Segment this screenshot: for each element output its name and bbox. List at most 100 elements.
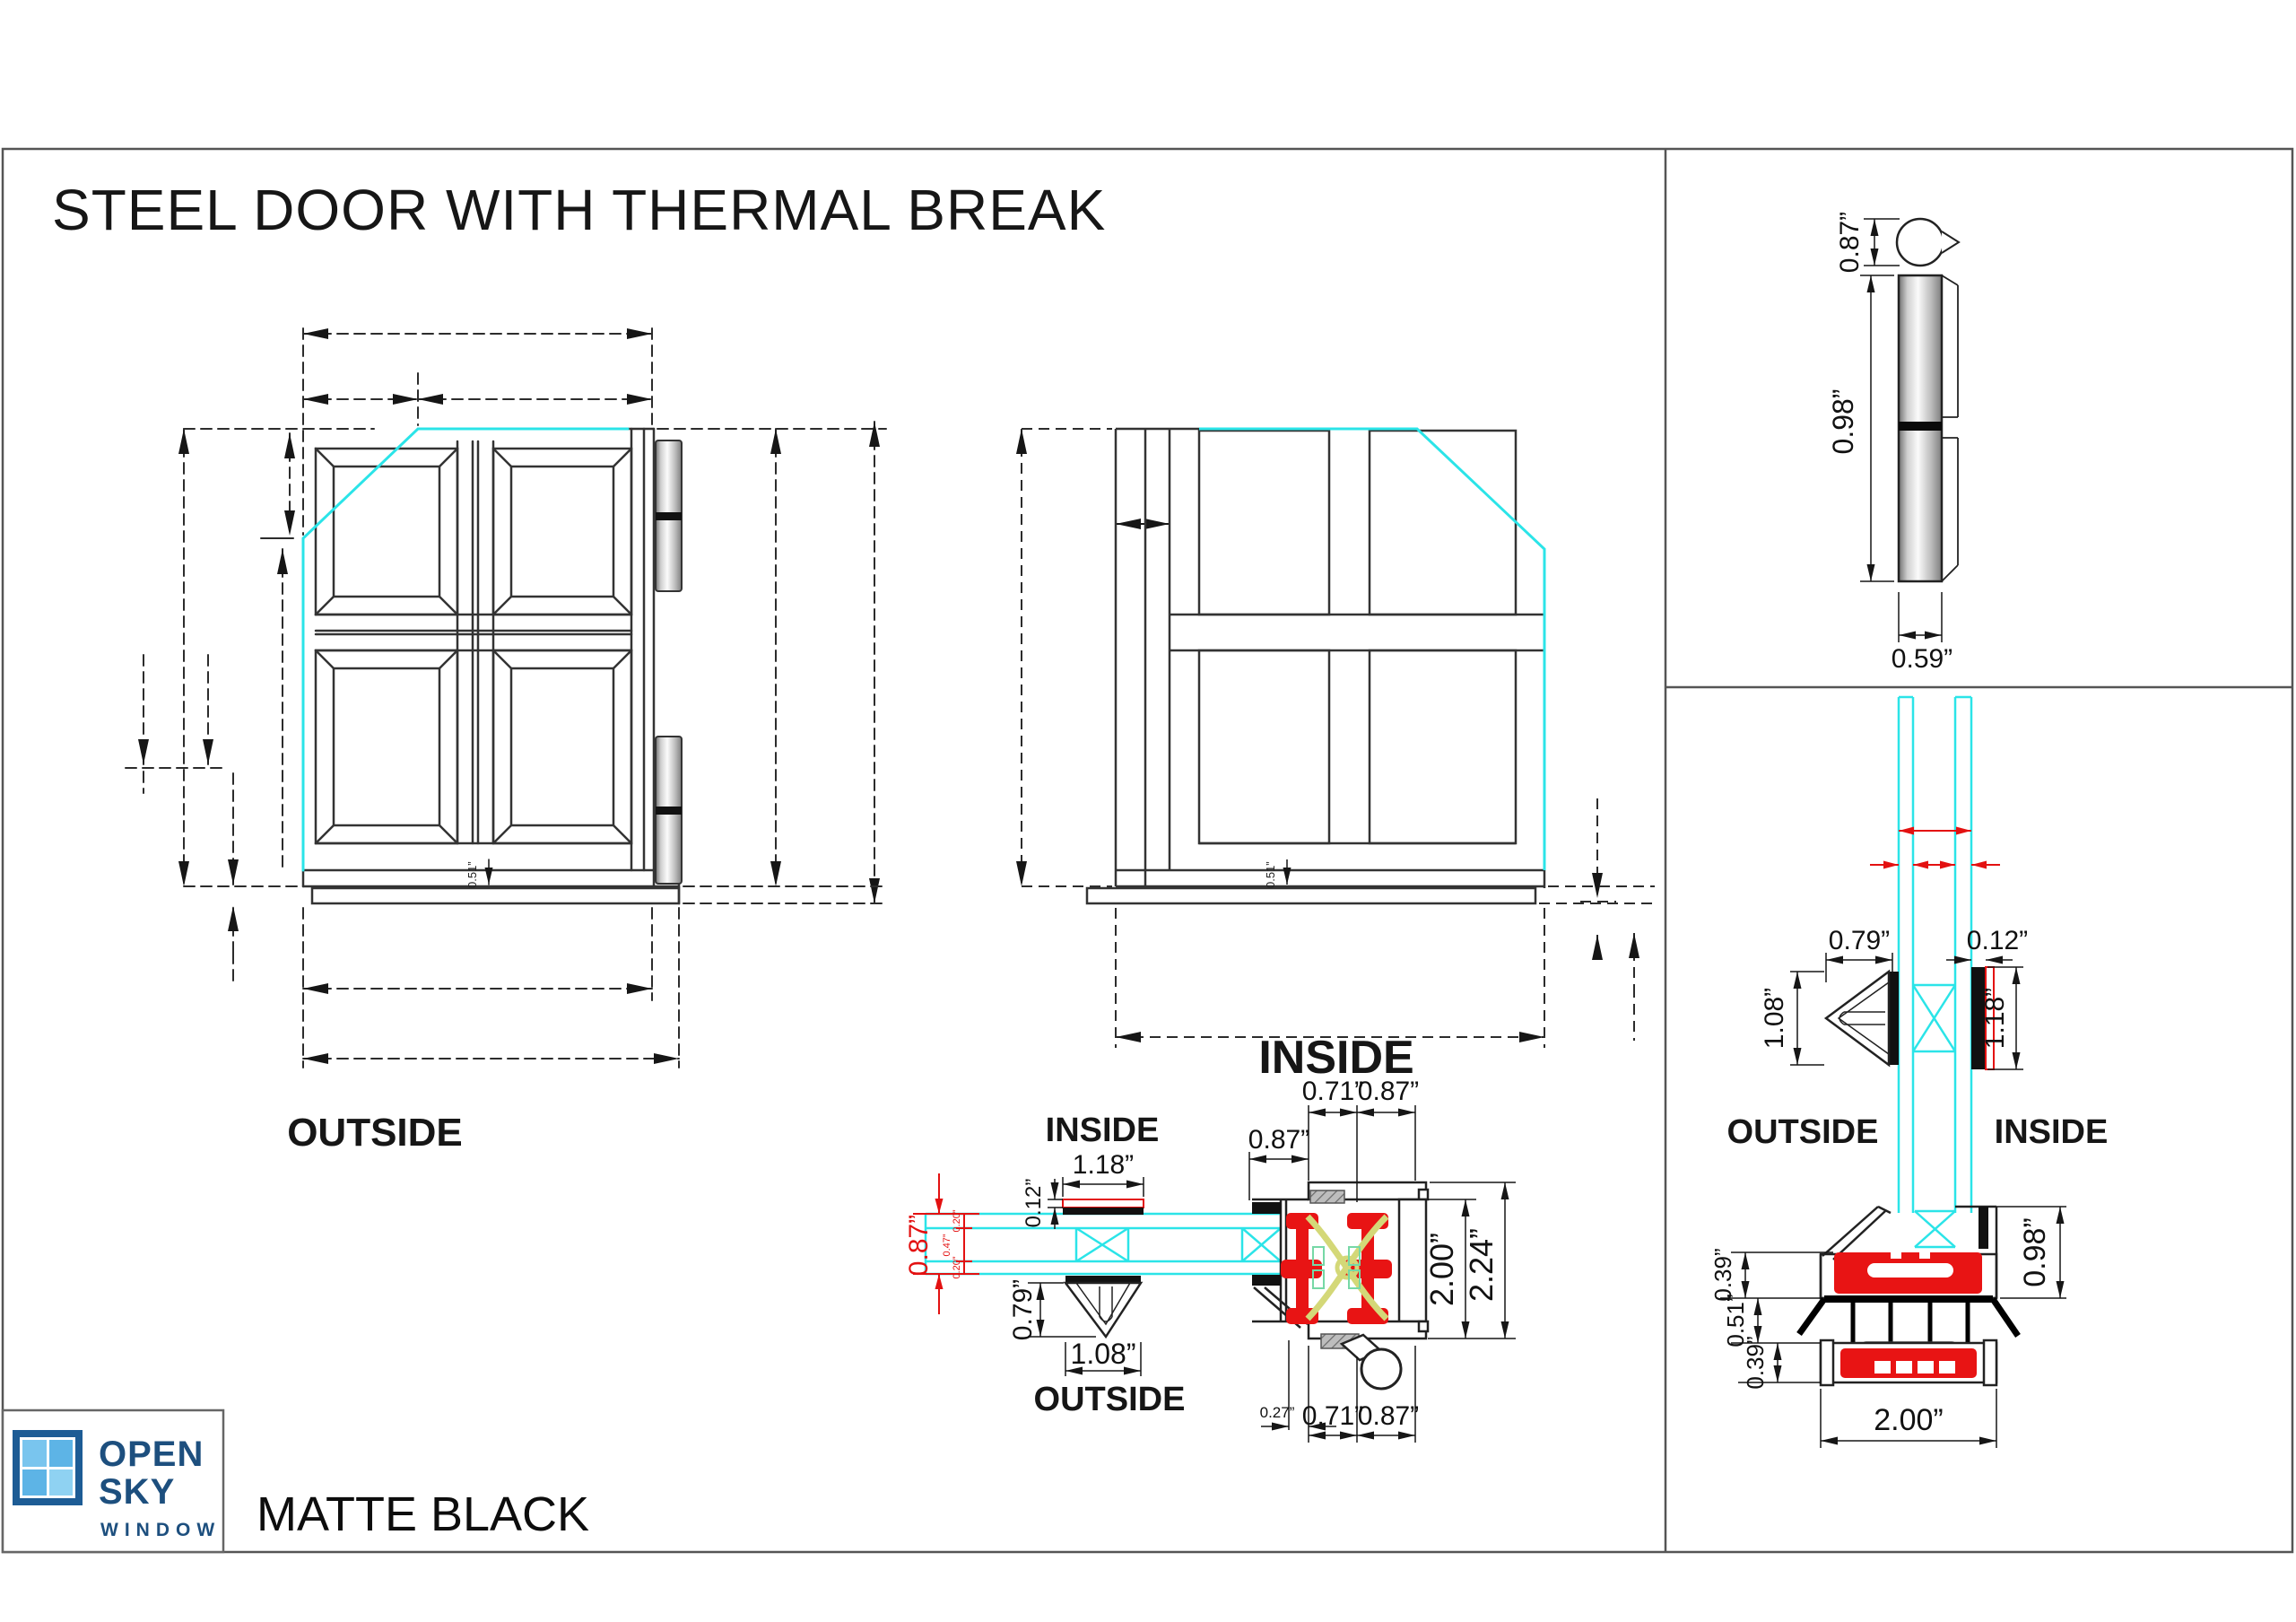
glazing-tape-right (1971, 967, 1986, 1069)
frame-depth-bottom-value: 0.87” (1358, 1401, 1419, 1431)
bead-height-value: 1.08” (1760, 988, 1789, 1049)
rail-thermal-break-red (1834, 1252, 1982, 1294)
body-width-dim (1898, 592, 1943, 642)
outside-left-dims (125, 428, 375, 988)
glazing-bead (1063, 1276, 1144, 1339)
glass-gasket-top (1252, 1202, 1281, 1214)
sill-bead-dims (1790, 953, 2023, 1070)
outside-label: OUTSIDE (287, 1111, 463, 1155)
glass-overall-value: 0.87” (904, 1215, 934, 1276)
sill-width-value: 2.00” (1874, 1403, 1944, 1437)
outside-right-dims (657, 421, 889, 904)
sill-gap-value: 0.51” (465, 861, 479, 888)
logo-sky: SKY (99, 1472, 175, 1512)
sill-step-dims (1720, 1251, 1833, 1383)
outside-sill-gap-dim: 0.51” (465, 859, 493, 888)
inside-dims (1016, 428, 1655, 1048)
outside-elevation: 0.51” OUTSIDE (125, 327, 889, 1155)
beveled-panel (314, 447, 459, 616)
inside-door-drawing (1085, 427, 1546, 905)
spacer-box (1914, 1209, 1956, 1249)
bottom-offset-value: 0.27” (1260, 1404, 1295, 1421)
frame-gasket-top (1309, 1190, 1345, 1204)
hinge-detail: 0.87” 0.98” 0.59” (1827, 212, 1961, 674)
glazing-tape (1063, 1208, 1144, 1215)
rail-height-value: 0.98” (2018, 1217, 2052, 1287)
tape-height-value: 1.18” (1980, 988, 2010, 1049)
glass-unit (924, 1212, 1282, 1276)
bead-width-value: 0.79” (1829, 926, 1890, 955)
sill-flashing (1796, 1295, 2021, 1346)
bead-height-value: 0.79” (1008, 1279, 1038, 1340)
tape-width-value: 1.18” (1073, 1150, 1134, 1180)
step-bottom-value: 0.39” (1742, 1336, 1769, 1389)
glass-dims-red (913, 1173, 979, 1314)
jamb-inside-label: INSIDE (1046, 1112, 1160, 1149)
page-title: STEEL DOOR WITH THERMAL BREAK (52, 178, 1106, 242)
logo-window: WINDOW (100, 1520, 221, 1540)
outside-top-dims (302, 327, 653, 536)
overall-depth-value: 2.24” (1463, 1228, 1500, 1302)
hinge (655, 440, 683, 592)
frame-depth-top-value: 0.87” (1358, 1077, 1419, 1106)
outside-door-drawing (301, 427, 683, 905)
step-top-value: 0.39” (1709, 1248, 1736, 1301)
glass-thickness-arrows-red (1870, 826, 2000, 869)
sill-inside-label: INSIDE (1995, 1113, 2109, 1151)
hinge-knuckle (1895, 217, 1945, 267)
finish-label: MATTE BLACK (257, 1487, 589, 1541)
tape-thickness-dim (1048, 1179, 1063, 1229)
inside-elevation: 0.51” INSIDE (1016, 427, 1655, 1084)
glass-gasket-bottom (1252, 1275, 1281, 1286)
logo-open: OPEN (99, 1435, 204, 1474)
hinge (655, 736, 683, 885)
sill-section: OUTSIDE INSIDE (1709, 695, 2109, 1448)
glazing-bead-left (1823, 969, 1899, 1068)
knuckle-dia-dim (1864, 218, 1900, 266)
frame-face-offset-value: 0.87” (1248, 1125, 1309, 1155)
sheet-border (1, 147, 2294, 1554)
spacer-box (1911, 983, 1957, 1053)
leaf-length-dim (1860, 275, 1894, 582)
hinge-body-chamfer (1941, 275, 1959, 582)
window-logo-icon (13, 1430, 83, 1505)
tape-thickness-value: 0.12” (1967, 926, 2028, 955)
bead-width-dim (1065, 1342, 1142, 1376)
knuckle-diameter-value: 0.87” (1835, 212, 1865, 273)
jamb-section: INSIDE OUTSIDE 1.18” (904, 1077, 1516, 1443)
air-gap-value: 0.47” (942, 1234, 952, 1256)
rail-height-dim (1996, 1206, 2066, 1299)
door-leaf-outline-cyan (301, 427, 630, 872)
door-knob (1339, 1333, 1403, 1391)
pane-outer-value: 0.20” (952, 1209, 962, 1232)
tape-thickness-value: 0.12” (1022, 1179, 1046, 1228)
spacer-box (1074, 1226, 1130, 1263)
jamb-depth-dims (1428, 1182, 1516, 1339)
outside-bottom-dims (302, 907, 680, 1068)
glazing-tape-red-outline (1062, 1199, 1144, 1208)
hinge-body-split (1899, 422, 1942, 431)
logo-block: OPEN SKY WINDOW (1, 1408, 225, 1554)
inside-label: INSIDE (1258, 1032, 1413, 1084)
sill-outside-label: OUTSIDE (1727, 1113, 1879, 1151)
sill-profile (1819, 1339, 1998, 1387)
jamb-top-dims (1308, 1105, 1416, 1202)
step-mid-value: 0.51” (1722, 1294, 1749, 1347)
jamb-outside-label: OUTSIDE (1034, 1381, 1186, 1418)
glass-unit-vertical (1897, 695, 1973, 1249)
door-leaf-outline-cyan (1199, 427, 1546, 870)
jamb-bottom-dims (1261, 1340, 1416, 1443)
beveled-panel (314, 649, 459, 845)
sill-gap-value: 0.51” (1264, 861, 1277, 888)
hinge-pin-tip (1941, 231, 1961, 254)
body-width-value: 0.59” (1892, 644, 1952, 674)
sill-width-dim (1820, 1389, 1997, 1448)
tape-width-dim (1062, 1177, 1144, 1197)
pane-inner-value: 0.20” (952, 1256, 962, 1278)
lever-mechanism (1305, 1214, 1389, 1321)
beveled-panel (491, 447, 633, 616)
beveled-panel (491, 649, 633, 845)
spacer-box (1240, 1227, 1282, 1262)
sash-depth-bottom-value: 0.71” (1302, 1401, 1363, 1431)
